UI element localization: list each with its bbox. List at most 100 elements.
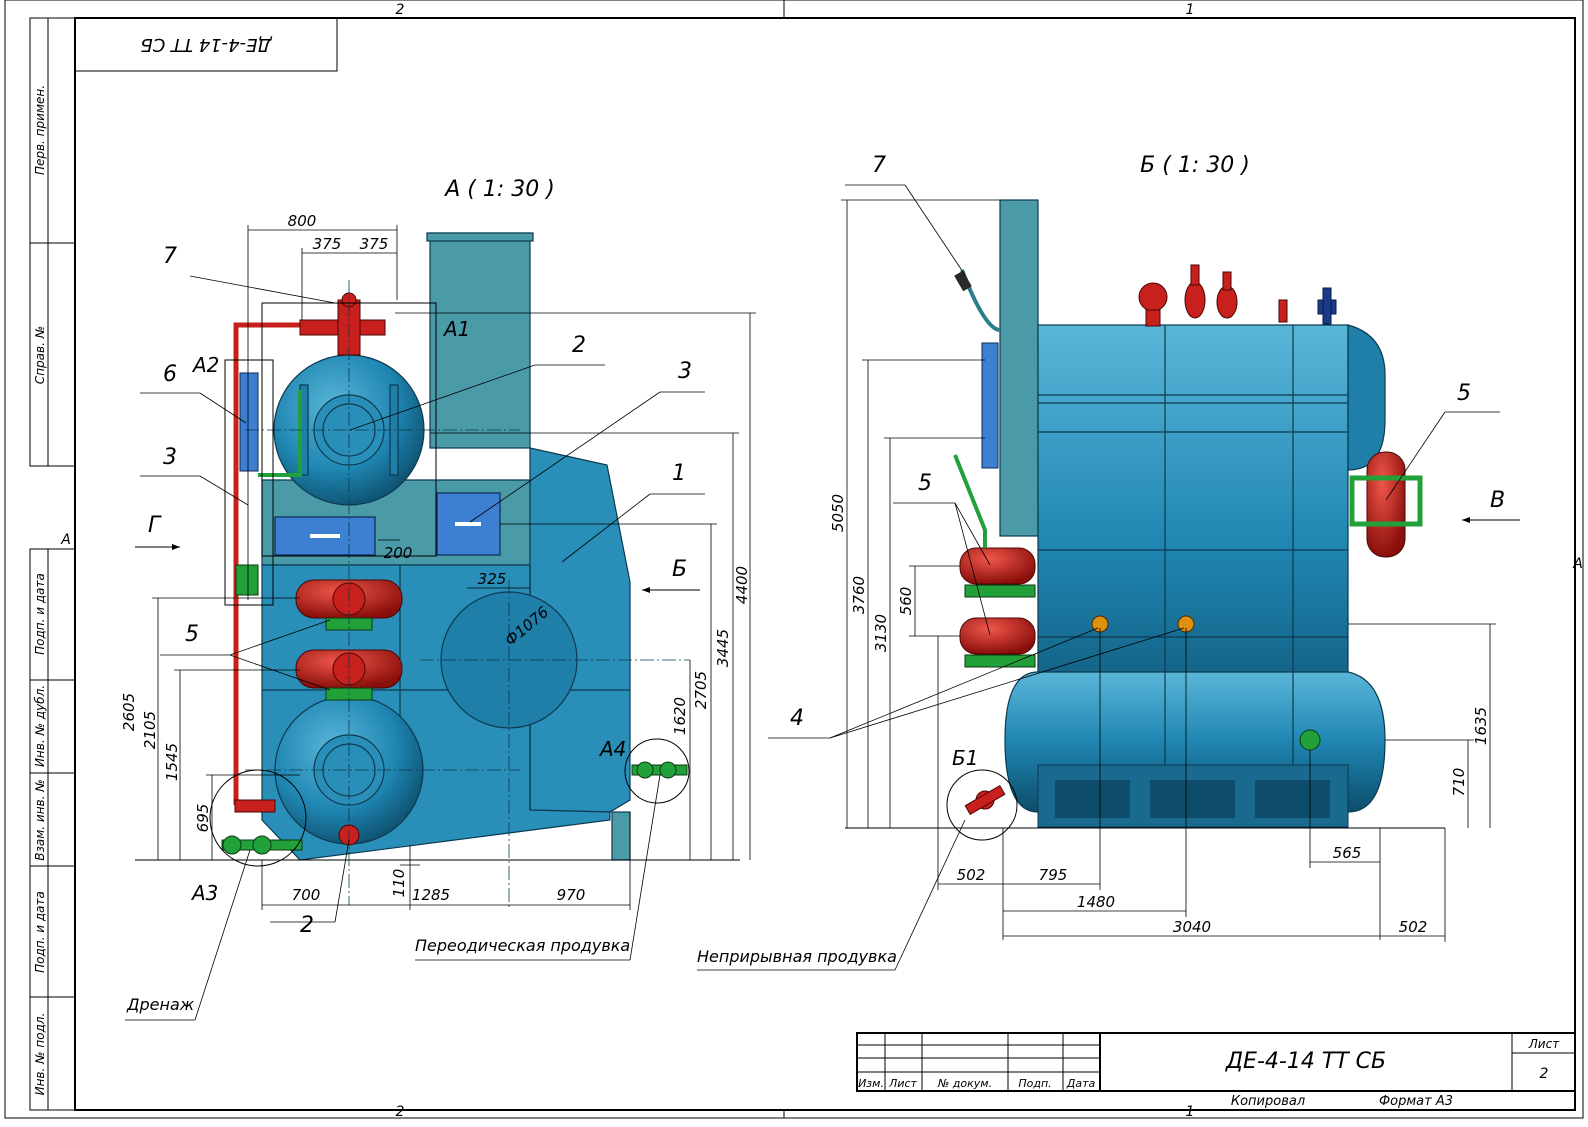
dim-375b: 375 [360, 235, 389, 253]
callout-5: 5 [185, 622, 199, 647]
b1-valves [964, 784, 1006, 816]
dim-375a: 375 [313, 235, 342, 253]
dim-710: 710 [1450, 768, 1468, 797]
tb-designation: ДЕ-4-14 ТТ СБ [1225, 1049, 1386, 1074]
arrow-g-label: Г [148, 513, 162, 538]
callout-3b: 3 [678, 359, 692, 384]
dim-3445: 3445 [714, 629, 732, 667]
label-a3: А3 [190, 881, 218, 905]
detail-a3-circle [209, 769, 307, 867]
view-b-title: Б ( 1: 30 ) [1140, 153, 1250, 178]
callout-b-4: 4 [790, 706, 804, 731]
dim-2105: 2105 [141, 711, 159, 749]
label-a4: А4 [598, 737, 626, 761]
zone-bottom-left: 2 [396, 1104, 405, 1120]
dim-1635: 1635 [1472, 707, 1490, 745]
callout-2a: 2 [572, 333, 586, 358]
tb-format: Формат А3 [1379, 1094, 1453, 1109]
view-a: А ( 1: 30 ) [120, 177, 756, 1021]
dim-110: 110 [390, 869, 408, 898]
dim-502a: 502 [957, 866, 986, 884]
callout-b-5b: 5 [1457, 381, 1471, 406]
dim-200: 200 [384, 544, 413, 562]
tb-header-date: Дата [1066, 1077, 1096, 1090]
note-drain: Дренаж [126, 995, 195, 1014]
callout-6: 6 [163, 362, 177, 387]
view-b-dim-lines [841, 199, 1496, 942]
dim-1620: 1620 [671, 697, 689, 735]
view-a-title: А ( 1: 30 ) [443, 177, 555, 202]
callout-b-5a: 5 [918, 471, 932, 496]
detail-a1-frame [261, 302, 437, 557]
feed-pipe [233, 322, 300, 805]
side-col-2: Справ. № [33, 326, 47, 384]
dim-3040: 3040 [1173, 918, 1211, 936]
chimney [429, 232, 531, 449]
note-periodic: Переодическая продувка [415, 936, 630, 955]
dim-1545: 1545 [163, 743, 181, 781]
callout-2b: 2 [300, 913, 314, 938]
detail-b1-circle [946, 769, 1018, 841]
side-col-7: Инв. № подл. [33, 1013, 47, 1096]
dim-1480: 1480 [1077, 893, 1115, 911]
tb-header-sign: Подп. [1018, 1077, 1051, 1090]
dim-700: 700 [292, 886, 321, 904]
view-a-leaders [125, 275, 705, 1021]
note-continuous: Неприрывная продувка [697, 947, 897, 966]
dim-565: 565 [1333, 844, 1362, 862]
gauge-column [239, 372, 259, 472]
tb-header-izm: Изм. [858, 1077, 884, 1090]
label-a1: А1 [442, 317, 470, 341]
top-stamp: ДЕ-4-14 ТТ СБ [140, 34, 272, 55]
tb-sheet-number: 2 [1540, 1066, 1549, 1082]
side-col-1: Перв. примен. [33, 85, 47, 175]
zone-top-left: 2 [396, 2, 405, 18]
blowdown-valves-a4 [631, 761, 688, 779]
economizer-b-lower [959, 617, 1036, 655]
arrow-v-label: В [1490, 488, 1505, 513]
label-a2: А2 [191, 353, 219, 377]
dim-3760: 3760 [850, 576, 868, 614]
tb-copied: Копировал [1231, 1094, 1305, 1109]
gauge-column-side [981, 342, 999, 469]
zone-left: А [60, 532, 71, 548]
dim-970: 970 [557, 886, 586, 904]
chimney-side [999, 199, 1039, 537]
dim-325: 325 [478, 570, 507, 588]
side-col-6: Подп. и дата [33, 891, 47, 973]
title-block [856, 1032, 1576, 1092]
side-economizer [1366, 451, 1406, 558]
dim-2705: 2705 [692, 671, 710, 709]
zone-top-right: 1 [1186, 2, 1195, 18]
arrow-b-label: Б [672, 557, 687, 582]
dim-3130: 3130 [872, 614, 890, 652]
dim-4400: 4400 [733, 566, 751, 604]
dim-560: 560 [897, 587, 915, 616]
top-fittings [1138, 264, 1337, 327]
dim-795: 795 [1039, 866, 1068, 884]
dim-5050: 5050 [829, 494, 847, 532]
dim-695: 695 [194, 804, 212, 833]
callout-3: 3 [163, 445, 177, 470]
sheet-frame [4, 0, 1584, 1119]
top-stamp-box [74, 17, 338, 72]
detail-a2-frame [224, 359, 274, 606]
dim-502b: 502 [1399, 918, 1428, 936]
tb-header-doc: № докум. [937, 1077, 992, 1090]
view-a-dim-lines [152, 225, 756, 910]
dim-2605: 2605 [120, 693, 138, 731]
side-col-4: Инв. № дубл. [33, 685, 47, 767]
label-b1: Б1 [952, 746, 978, 770]
dim-1285: 1285 [412, 886, 450, 904]
tb-header-list: Лист [888, 1077, 917, 1090]
side-col-5: Взам. инв. № [33, 779, 47, 860]
callout-b-7: 7 [872, 153, 886, 178]
zone-bottom-right: 1 [1186, 1104, 1195, 1120]
callout-7: 7 [163, 244, 177, 269]
detail-a4-circle [624, 738, 690, 804]
callout-1: 1 [672, 461, 686, 486]
dim-800: 800 [288, 212, 317, 230]
tb-sheet-label: Лист [1528, 1037, 1560, 1051]
